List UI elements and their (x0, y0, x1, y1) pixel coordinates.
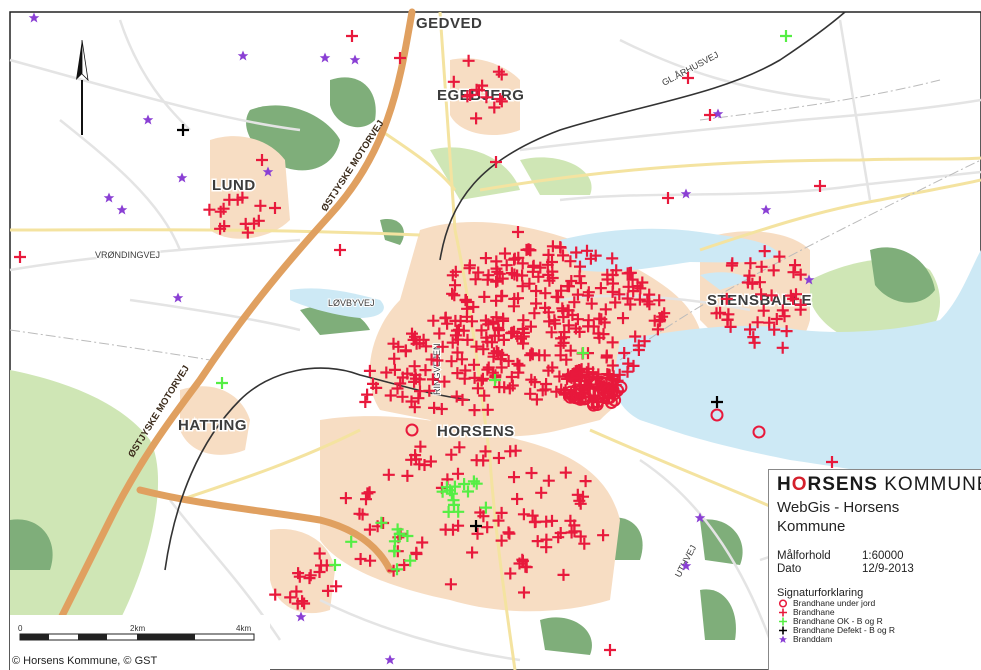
scale-bar: 0 2km 4km (18, 624, 255, 641)
boundaries (9, 79, 981, 361)
plus-icon (779, 617, 787, 626)
logo-letter-h: H (777, 474, 792, 495)
place-label-horsens: HORSENS (437, 423, 515, 440)
legend-label: Brandhane Defekt - B og R (793, 625, 896, 635)
legend-title: Signaturforklaring (777, 587, 864, 599)
legend-item: Brandhane (777, 608, 981, 617)
copyright-text: © Horsens Kommune, © GST (12, 655, 158, 667)
scale-label-start: 0 (18, 624, 23, 633)
scale-key: Målforhold (777, 550, 831, 562)
scale-row: Målforhold 1:60000 (777, 550, 981, 562)
water-bodies (290, 228, 981, 500)
motorway (46, 8, 416, 644)
scale-segment (78, 634, 107, 640)
info-panel: HORSENS KOMMUNE WebGis - Horsens Kommune… (768, 469, 981, 670)
legend-item: Brandhane under jord (777, 599, 981, 608)
horsens-kommune-logo: HORSENS KOMMUNE (777, 474, 981, 496)
place-label-gedved: GEDVED (416, 15, 482, 32)
scale-segment (137, 634, 195, 640)
place-label-hatting: HATTING (178, 417, 247, 434)
scale-label-mid: 2km (130, 624, 145, 633)
logo-letters-rest: RSENS (807, 474, 878, 495)
scale-segment (20, 634, 49, 640)
legend-item: Brandhane Defekt - B og R (777, 626, 981, 635)
legend-label: Brandhane (793, 607, 835, 617)
legend-label: Brandhane under jord (793, 598, 876, 608)
road-label-lovbyvej: LØVBYVEJ (328, 298, 375, 308)
place-label-lund: LUND (212, 177, 256, 194)
map-frame (9, 11, 981, 670)
legend-list: Brandhane under jord Brandhane Brandhane… (777, 599, 981, 644)
railway (164, 11, 846, 571)
circle-icon (778, 599, 788, 608)
legend-label: Branddam (793, 634, 833, 644)
scale-label-end: 4km (236, 624, 251, 633)
legend-item: Branddam (777, 635, 981, 644)
date-row: Dato 12/9-2013 (777, 563, 981, 575)
plus-icon (779, 608, 787, 617)
app-title: WebGis - Horsens Kommune (777, 499, 900, 535)
north-arrow-icon (76, 39, 89, 135)
scale-backdrop (10, 615, 270, 670)
road-label-ringvejen: RINGVEJEN (432, 343, 442, 395)
road-label-vrondingvej: VRØNDINGVEJ (95, 250, 160, 260)
date-key: Dato (777, 563, 802, 575)
star-icon (779, 635, 787, 643)
scale-value: 1:60000 (862, 550, 904, 562)
legend-item: Brandhane OK - B og R (777, 617, 981, 626)
legend-label: Brandhane OK - B og R (793, 616, 883, 626)
plus-icon (779, 626, 787, 635)
date-value: 12/9-2013 (862, 563, 914, 575)
logo-suffix: KOMMUNE (877, 474, 981, 495)
logo-letter-o: O (791, 474, 808, 495)
